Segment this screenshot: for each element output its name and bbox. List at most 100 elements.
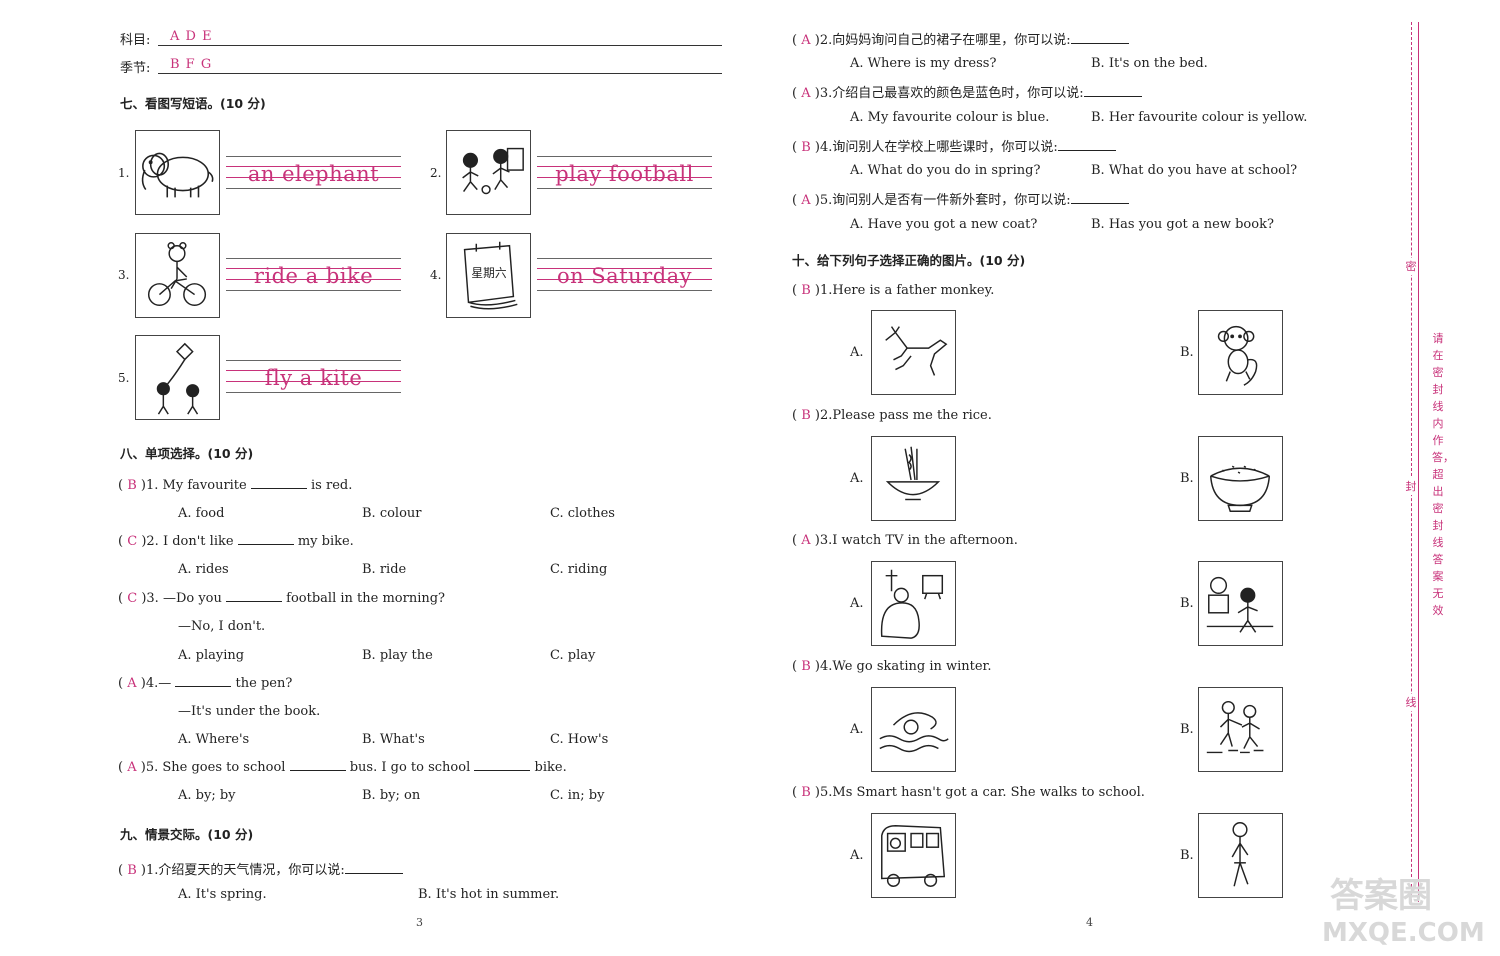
- s8-q3-reply: —No, I don't.: [178, 619, 266, 634]
- horse-icon: [871, 310, 956, 395]
- s7-item4-num: 4.: [430, 268, 442, 282]
- s7-item5-answer: fly a kite: [264, 366, 363, 390]
- watching-tv-icon: [871, 561, 956, 646]
- walking-woman-icon: [1198, 813, 1283, 898]
- s8-q4-opt-c: C. How's: [550, 732, 609, 747]
- s7-item4-answer: on Saturday: [556, 264, 693, 288]
- boy-football-icon: [1198, 561, 1283, 646]
- s7-item1-num: 1.: [118, 166, 130, 180]
- s7-item1-answer: an elephant: [247, 162, 380, 186]
- seal-mark-mid: 封: [1405, 478, 1417, 495]
- s9-q5-opt-b: B. Has you got a new book?: [1091, 217, 1274, 232]
- bus-icon: [871, 813, 956, 898]
- football-kids-icon: [446, 130, 531, 215]
- s9-q4-opt-a: A. What do you do in spring?: [850, 163, 1041, 178]
- seal-mark-top: 密: [1405, 258, 1417, 275]
- s8-q1: ( B )1. My favourite is red.: [118, 478, 353, 493]
- subject-label: 科目:: [120, 33, 151, 48]
- s10-q5-opt-a: A.: [850, 848, 864, 863]
- subject-line: [158, 45, 722, 46]
- season-line: [158, 73, 722, 74]
- bike-rider-icon: [135, 233, 220, 318]
- seal-line-dashed: [1411, 22, 1412, 902]
- page-number-right: 4: [1086, 916, 1093, 929]
- s8-q4-opt-b: B. What's: [362, 732, 425, 747]
- watermark-logo: 答案圈: [1330, 876, 1432, 916]
- s10-q3-opt-b: B.: [1180, 596, 1194, 611]
- seal-notice: 请在密封线内作答，超出密封线答案无效: [1432, 332, 1454, 617]
- watermark-url: MXQE.COM: [1322, 918, 1485, 948]
- s10-q4-opt-b: B.: [1180, 722, 1194, 737]
- s7-item5-lines: fly a kite: [226, 360, 401, 394]
- section8-title: 八、单项选择。(10 分): [120, 446, 254, 461]
- s10-q1: ( B )1.Here is a father monkey.: [792, 283, 995, 298]
- s7-item2-num: 2.: [430, 166, 442, 180]
- s9-q1-opt-b: B. It's hot in summer.: [418, 887, 560, 902]
- s9-q2: ( A )2.向妈妈询问自己的裙子在哪里，你可以说:: [792, 29, 1129, 48]
- s7-item3-lines: ride a bike: [226, 258, 401, 292]
- s9-q3: ( A )3.介绍自己最喜欢的颜色是蓝色时，你可以说:: [792, 82, 1142, 101]
- rice-bowl-icon: [1198, 436, 1283, 521]
- s7-item4-lines: on Saturday: [537, 258, 712, 292]
- section9-title: 九、情景交际。(10 分): [120, 827, 254, 842]
- s8-q2-opt-b: B. ride: [362, 562, 407, 577]
- s10-q1-opt-b: B.: [1180, 345, 1194, 360]
- kite-kids-icon: [135, 335, 220, 420]
- section7-title: 七、看图写短语。(10 分): [120, 96, 266, 111]
- s9-q4: ( B )4.询问别人在学校上哪些课时，你可以说:: [792, 136, 1116, 155]
- s8-q4-opt-a: A. Where's: [178, 732, 250, 747]
- s8-q4: ( A )4.— the pen?: [118, 676, 293, 691]
- s9-q2-opt-b: B. It's on the bed.: [1091, 56, 1208, 71]
- page-number-left: 3: [416, 916, 423, 929]
- s10-q3: ( A )3.I watch TV in the afternoon.: [792, 533, 1018, 548]
- s7-item3-answer: ride a bike: [253, 264, 374, 288]
- s7-item2-lines: play football: [537, 156, 712, 190]
- s10-q3-opt-a: A.: [850, 596, 864, 611]
- s10-q5: ( B )5.Ms Smart hasn't got a car. She wa…: [792, 785, 1145, 800]
- s8-q3-opt-a: A. playing: [178, 648, 245, 663]
- swimming-icon: [871, 687, 956, 772]
- s8-q1-opt-c: C. clothes: [550, 506, 615, 521]
- s9-q5: ( A )5.询问别人是否有一件新外套时，你可以说:: [792, 189, 1129, 208]
- calendar-text: 星期六: [471, 266, 506, 280]
- elephant-icon: [135, 130, 220, 215]
- s8-q2-opt-c: C. riding: [550, 562, 608, 577]
- s9-q5-opt-a: A. Have you got a new coat?: [850, 217, 1038, 232]
- seal-mark-bottom: 线: [1405, 694, 1417, 711]
- s10-q4-opt-a: A.: [850, 722, 864, 737]
- calendar-icon: 星期六: [446, 233, 531, 318]
- subject-value: A D E: [170, 29, 213, 44]
- s7-item2-answer: play football: [555, 162, 694, 186]
- s8-q2: ( C )2. I don't like my bike.: [118, 534, 354, 549]
- s10-q2-opt-a: A.: [850, 471, 864, 486]
- s8-q3-opt-b: B. play the: [362, 648, 433, 663]
- s10-q1-opt-a: A.: [850, 345, 864, 360]
- s10-q4: ( B )4.We go skating in winter.: [792, 659, 992, 674]
- s8-q1-opt-b: B. colour: [362, 506, 422, 521]
- s10-q5-opt-b: B.: [1180, 848, 1194, 863]
- s8-q3-opt-c: C. play: [550, 648, 596, 663]
- noodles-icon: [871, 436, 956, 521]
- s9-q1-opt-a: A. It's spring.: [178, 887, 267, 902]
- seal-line-solid: [1418, 22, 1419, 902]
- s8-q5-opt-a: A. by; by: [178, 788, 236, 803]
- s9-q3-opt-a: A. My favourite colour is blue.: [850, 110, 1050, 125]
- s8-q5: ( A )5. She goes to school bus. I go to …: [118, 760, 567, 775]
- s8-q3: ( C )3. —Do you football in the morning?: [118, 591, 446, 606]
- s7-item5-num: 5.: [118, 371, 130, 385]
- s9-q2-opt-a: A. Where is my dress?: [850, 56, 997, 71]
- skating-icon: [1198, 687, 1283, 772]
- s9-q4-opt-b: B. What do you have at school?: [1091, 163, 1298, 178]
- s8-q5-opt-b: B. by; on: [362, 788, 421, 803]
- s7-item3-num: 3.: [118, 268, 130, 282]
- s10-q2-opt-b: B.: [1180, 471, 1194, 486]
- s8-q1-opt-a: A. food: [178, 506, 225, 521]
- monkey-icon: [1198, 310, 1283, 395]
- season-label: 季节:: [120, 61, 151, 76]
- s8-q4-reply: —It's under the book.: [178, 704, 321, 719]
- season-value: B F G: [170, 57, 213, 72]
- s8-q5-opt-c: C. in; by: [550, 788, 605, 803]
- section10-title: 十、给下列句子选择正确的图片。(10 分): [792, 253, 1026, 268]
- s9-q3-opt-b: B. Her favourite colour is yellow.: [1091, 110, 1308, 125]
- s8-q2-opt-a: A. rides: [178, 562, 229, 577]
